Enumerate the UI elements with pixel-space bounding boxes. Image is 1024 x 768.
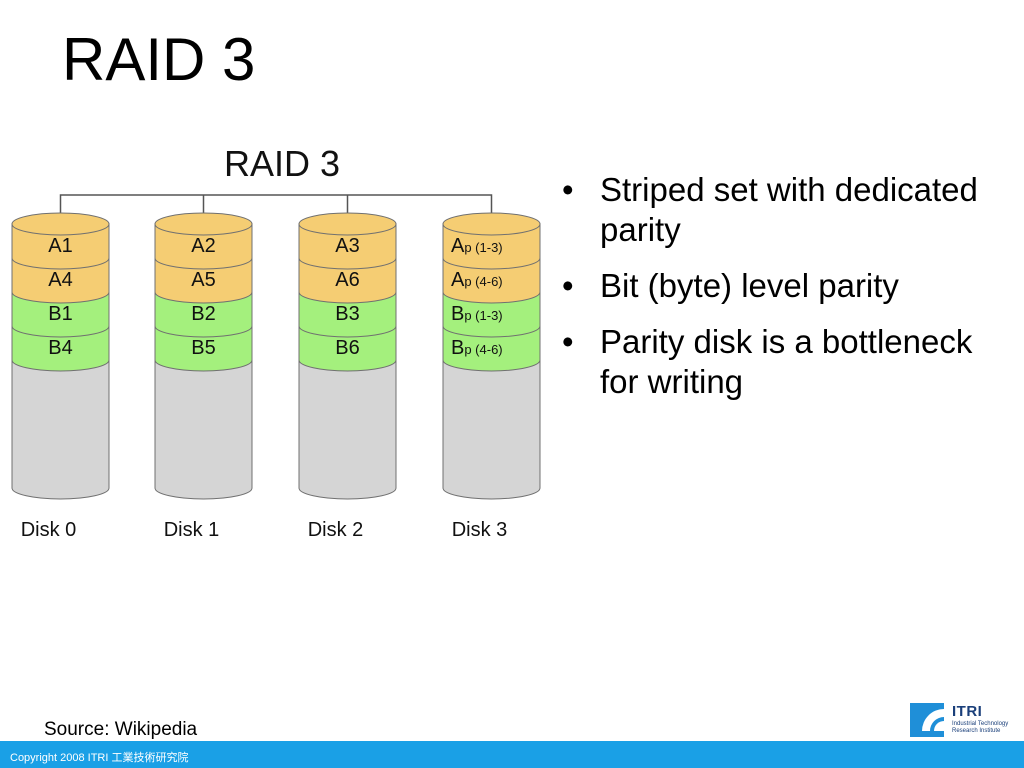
block-label: A5 <box>191 269 215 291</box>
data-block <box>442 257 541 304</box>
disk-top-cap <box>442 212 541 236</box>
data-block <box>298 291 397 338</box>
bullet-item: • Striped set with dedicated parity <box>562 170 1002 250</box>
copyright-text: Copyright 2008 ITRI 工業技術研究院 <box>10 752 189 764</box>
disk-top-cap <box>11 212 110 236</box>
data-block <box>11 325 110 372</box>
disk-empty-space <box>154 359 253 500</box>
data-block <box>442 291 541 338</box>
block-label: B1 <box>48 303 72 325</box>
data-block <box>154 257 253 304</box>
source-credit: Source: Wikipedia <box>44 719 198 740</box>
block-label: B5 <box>191 337 215 359</box>
disk-label: Disk 1 <box>164 519 220 541</box>
disk-3: Bp (4-6) Bp (1-3) Ap (4-6) Ap (1-3) Disk 3 <box>442 212 541 541</box>
disk-label: Disk 3 <box>452 519 508 541</box>
disk-empty-space <box>442 359 541 500</box>
data-block <box>11 223 110 270</box>
data-block <box>298 257 397 304</box>
block-label: A1 <box>48 235 72 257</box>
data-block <box>442 325 541 372</box>
block-label: B2 <box>191 303 215 325</box>
logo-wordmark: ITRI <box>952 703 983 720</box>
bullet-icon: • <box>562 323 574 360</box>
bullet-item: • Parity disk is a bottleneck for writing <box>562 322 1002 402</box>
disk-top-cap <box>154 212 253 236</box>
block-label: Bp (4-6) <box>451 337 503 359</box>
bus-line <box>59 194 493 222</box>
block-label: A3 <box>335 235 359 257</box>
block-label: B3 <box>335 303 359 325</box>
data-block <box>11 291 110 338</box>
disk-label: Disk 0 <box>21 519 77 541</box>
diagram-title: RAID 3 <box>224 143 340 184</box>
bullet-text: Bit (byte) level parity <box>600 267 899 304</box>
data-block <box>298 325 397 372</box>
bullet-icon: • <box>562 171 574 208</box>
disk-top-cap <box>298 212 397 236</box>
bullet-item: • Bit (byte) level parity <box>562 266 1002 306</box>
logo-subtitle: Industrial Technology Research Institute <box>952 721 1009 734</box>
block-label: Ap (4-6) <box>451 269 503 291</box>
block-label: A2 <box>191 235 215 257</box>
bullet-list: • Striped set with dedicated parity • Bit … <box>562 170 1002 418</box>
bullet-text: Parity disk is a bottleneck for writing <box>600 323 973 400</box>
bullet-icon: • <box>562 267 574 304</box>
slide-title: RAID 3 <box>62 26 256 93</box>
disk-empty-space <box>11 359 110 500</box>
block-label: B4 <box>48 337 72 359</box>
itri-logo-icon <box>910 703 944 737</box>
block-label: A6 <box>335 269 359 291</box>
data-block <box>298 223 397 270</box>
disk-label: Disk 2 <box>308 519 364 541</box>
block-label: A4 <box>48 269 72 291</box>
block-label: B6 <box>335 337 359 359</box>
footer-bar: Copyright 2008 ITRI 工業技術研究院 <box>0 741 1024 768</box>
block-label: Ap (1-3) <box>451 235 503 257</box>
bullet-text: Striped set with dedicated parity <box>600 171 978 248</box>
block-label: Bp (1-3) <box>451 303 503 325</box>
disk-empty-space <box>298 359 397 500</box>
data-block <box>154 223 253 270</box>
data-block <box>154 325 253 372</box>
controller-bus <box>59 194 493 222</box>
data-block <box>154 291 253 338</box>
data-block <box>11 257 110 304</box>
data-block <box>442 223 541 270</box>
